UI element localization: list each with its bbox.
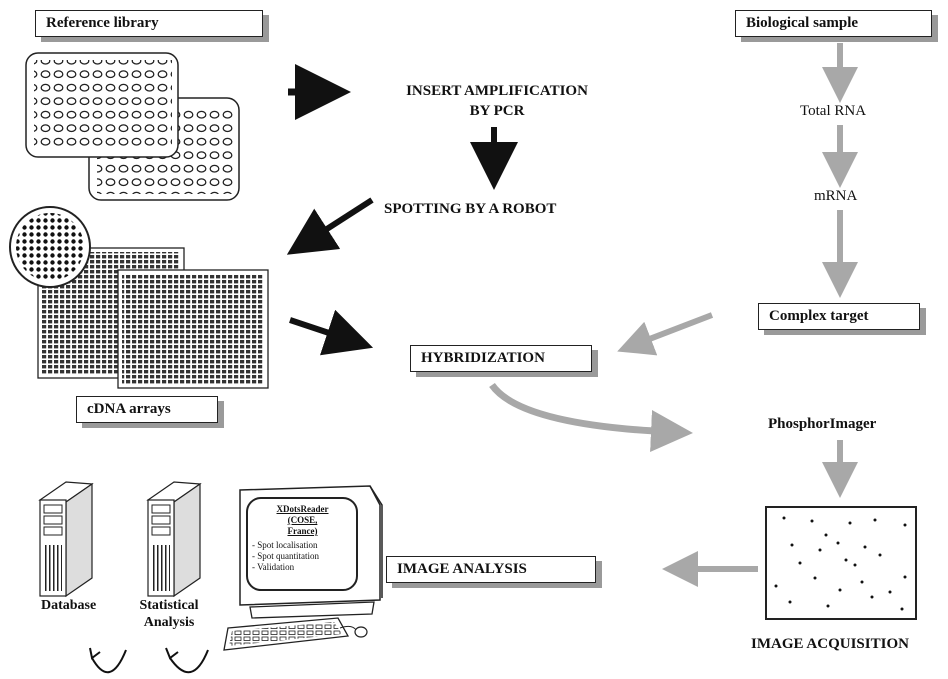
total-rna-label: Total RNA [800, 103, 867, 119]
insert-amplification-line1: INSERT AMPLIFICATION [406, 83, 588, 99]
spotting-label: SPOTTING BY A ROBOT [384, 201, 557, 217]
database-label: Database [41, 598, 97, 613]
cycle-arrow-database [91, 649, 127, 674]
arrow-arrays-to-hybridization [289, 309, 374, 356]
phosphorimager-label: PhosphorImager [768, 416, 877, 432]
feature-item: - Validation [252, 562, 295, 572]
cdna-arrays-box: cDNA arrays [76, 396, 218, 423]
insert-amplification-line2: BY PCR [469, 103, 525, 119]
complex-target-box: Complex target [758, 303, 920, 330]
microplate-front [25, 52, 179, 158]
reference-library-box: Reference library [35, 10, 263, 37]
insert-amplification-label: INSERT AMPLIFICATION BY PCR [383, 81, 611, 121]
software-title-line2: (COSE, [287, 515, 318, 525]
statistical-line1: Statistical [139, 598, 199, 613]
software-title-line1: XDotsReader [276, 504, 329, 514]
computer-icon [223, 485, 383, 651]
image-acquisition-label: IMAGE ACQUISITION [751, 636, 909, 652]
database-server-icon [38, 481, 94, 598]
cdna-array-front [117, 269, 269, 389]
statistical-server-icon [146, 481, 202, 598]
software-features-list: - Spot localisation - Spot quantitation … [252, 540, 319, 573]
hybridization-box: HYBRIDIZATION [410, 345, 592, 372]
statistical-line2: Analysis [143, 615, 195, 630]
feature-item: - Spot localisation [252, 540, 318, 550]
software-title-line3: France) [287, 526, 318, 536]
arrow-hybridization-to-imager [489, 382, 693, 453]
acquisition-image [765, 506, 917, 620]
software-title: XDotsReader (COSE, France) [255, 504, 350, 537]
magnified-spots-icon [9, 206, 91, 288]
biological-sample-box: Biological sample [735, 10, 932, 37]
cycle-arrow-statistics [169, 649, 209, 674]
feature-item: - Spot quantitation [252, 551, 319, 561]
statistical-analysis-label: Statistical Analysis [124, 597, 214, 631]
mrna-label: mRNA [814, 188, 858, 204]
arrow-target-to-hybridization [617, 312, 714, 356]
arrow-spotting-to-arrays [286, 197, 374, 255]
image-analysis-box: IMAGE ANALYSIS [386, 556, 596, 583]
